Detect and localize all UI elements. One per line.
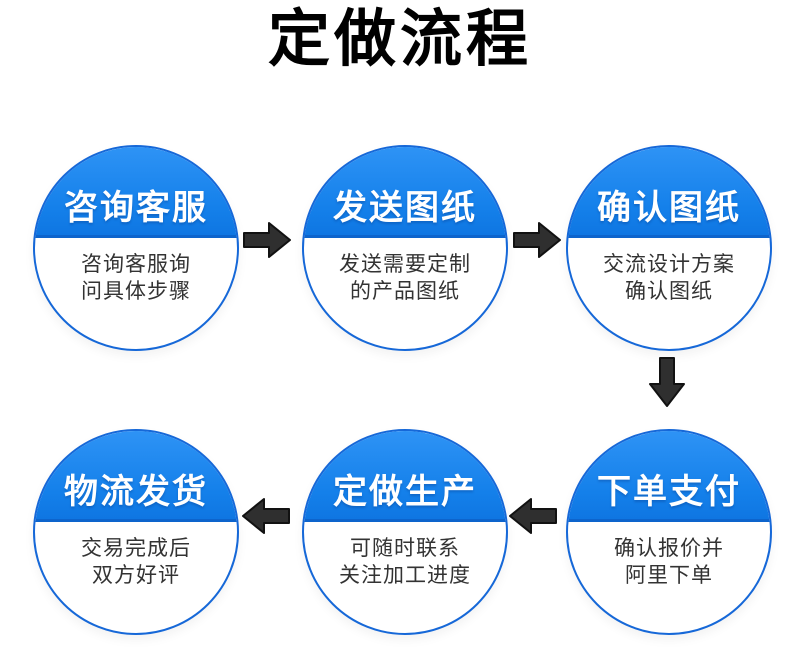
page-title: 定做流程	[267, 2, 532, 75]
step-description: 交易完成后 双方好评	[35, 535, 237, 589]
step-desc-line2: 双方好评	[92, 563, 180, 587]
step-title: 下单支付	[597, 472, 741, 511]
arrow-right-icon	[513, 222, 561, 258]
step-desc-line1: 可随时联系	[350, 536, 460, 560]
step-desc-line1: 发送需要定制	[339, 252, 471, 276]
step-description: 交流设计方案 确认图纸	[568, 251, 770, 305]
step-desc-line1: 咨询客服询	[81, 252, 191, 276]
step-title: 确认图纸	[597, 188, 741, 227]
step-circle-header: 发送图纸	[304, 147, 506, 238]
step-title: 物流发货	[64, 472, 208, 511]
arrow-right-icon	[243, 222, 291, 258]
step-desc-line2: 确认图纸	[625, 279, 713, 303]
step-desc-line2: 的产品图纸	[350, 279, 460, 303]
arrow-left-icon	[509, 498, 557, 534]
step-circle-send-drawings: 发送图纸 发送需要定制 的产品图纸	[302, 145, 508, 351]
step-circle-consult-service: 咨询客服 咨询客服询 问具体步骤	[33, 145, 239, 351]
step-desc-line2: 关注加工进度	[339, 563, 471, 587]
step-desc-line2: 问具体步骤	[81, 279, 191, 303]
step-circle-header: 咨询客服	[35, 147, 237, 238]
step-circle-header: 下单支付	[568, 431, 770, 522]
step-desc-line1: 交易完成后	[81, 536, 191, 560]
step-title: 定做生产	[333, 472, 477, 511]
step-title: 发送图纸	[333, 188, 477, 227]
step-desc-line1: 确认报价并	[614, 536, 724, 560]
step-desc-line2: 阿里下单	[625, 563, 713, 587]
step-circle-logistics-shipping: 物流发货 交易完成后 双方好评	[33, 429, 239, 635]
step-title: 咨询客服	[64, 188, 208, 227]
step-circle-place-order-pay: 下单支付 确认报价并 阿里下单	[566, 429, 772, 635]
step-desc-line1: 交流设计方案	[603, 252, 735, 276]
step-circle-header: 定做生产	[304, 431, 506, 522]
step-circle-header: 确认图纸	[568, 147, 770, 238]
step-description: 确认报价并 阿里下单	[568, 535, 770, 589]
step-description: 咨询客服询 问具体步骤	[35, 251, 237, 305]
step-description: 发送需要定制 的产品图纸	[304, 251, 506, 305]
step-circle-custom-production: 定做生产 可随时联系 关注加工进度	[302, 429, 508, 635]
step-circle-confirm-drawings: 确认图纸 交流设计方案 确认图纸	[566, 145, 772, 351]
arrow-left-icon	[242, 498, 290, 534]
arrow-down-icon	[649, 357, 685, 407]
step-description: 可随时联系 关注加工进度	[304, 535, 506, 589]
step-circle-header: 物流发货	[35, 431, 237, 522]
